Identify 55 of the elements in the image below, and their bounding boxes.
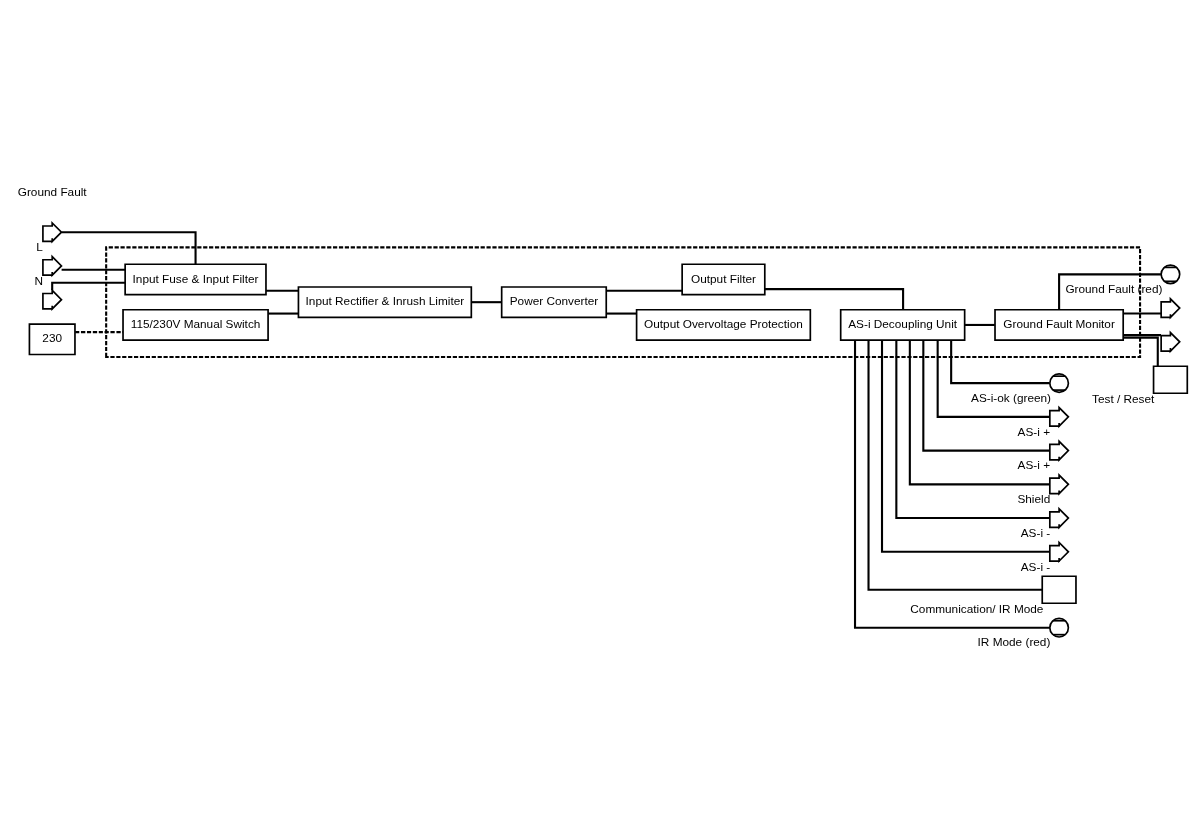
node-box: Ground Fault Monitor [994,308,1125,341]
connector [268,312,299,315]
connector [75,331,123,334]
node-label: AS-i - [1020,559,1051,574]
connector [936,340,1050,418]
connector [880,340,1050,553]
node-box: 230 [28,323,76,356]
node-label: IR Mode (red) [977,635,1051,650]
connector [1123,334,1161,337]
node-label: AS-i + [1017,458,1051,473]
node-label: L [36,239,43,254]
node-label: Test / Reset [1092,391,1155,406]
connector [471,301,502,304]
node-socket [42,220,63,244]
node-socket [1049,439,1070,462]
node-label: Shield [1017,492,1051,507]
connector [266,289,299,292]
node-label: AS-i-ok (green) [971,390,1052,405]
connector [61,231,197,265]
connector [950,340,1050,385]
node-box: AS-i Decoupling Unit [839,308,966,341]
connector [867,340,1043,591]
node-label: N [34,273,43,288]
node-box: Output Overvoltage Protection [635,308,812,341]
connector [61,268,126,271]
node-socket [1160,330,1181,354]
label: Ground Fault [17,184,87,199]
node-socket [1049,473,1070,496]
node-socket [42,288,63,311]
connector [1123,312,1161,315]
connector [764,288,905,310]
node-label: Communication/ IR Mode [910,601,1044,616]
node-socket [42,254,63,278]
connector [606,289,682,292]
connector [895,340,1050,520]
node-box: 115/230V Manual Switch [122,308,269,341]
node-socket [1049,506,1070,530]
node-label: AS-i + [1017,424,1051,439]
node-socket [1049,540,1070,564]
node-box: Input Fuse & Input Filter [124,263,267,296]
node-socket [1049,405,1070,429]
node-label: AS-i - [1020,525,1051,540]
connector [908,340,1050,486]
node-box: Output Filter [681,263,766,296]
connector [51,281,126,291]
node-box [1152,365,1189,395]
connector [606,312,637,315]
node-box: Input Rectifier & Inrush Limiter [297,286,473,319]
connector [922,340,1050,452]
connector [1058,273,1161,310]
node-box: Power Converter [500,286,608,319]
node-socket [1160,296,1181,320]
connector [964,323,995,326]
connector [853,340,1050,629]
node-box [1041,575,1077,605]
